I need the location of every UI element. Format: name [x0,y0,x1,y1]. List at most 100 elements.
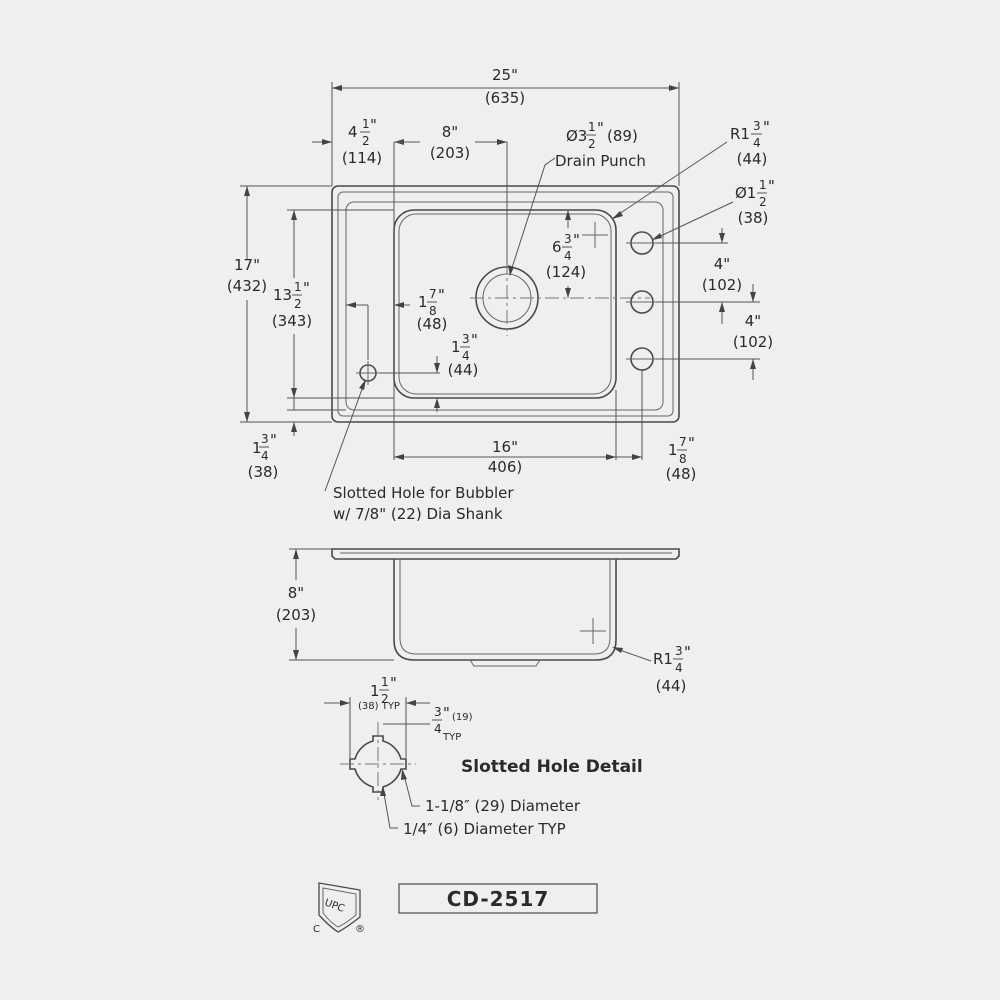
drain-size-unit: " [597,119,604,137]
side-bowl [393,559,617,661]
detail-slot-den: 4 [434,722,442,736]
side-depth-mm: (203) [276,606,316,624]
bubbler-y-mm: (44) [448,361,479,379]
side-radius-unit: " [684,643,691,661]
dimension-bowl-depth: 13 1 2 " (343) [272,209,394,399]
left-offset-num: 1 [362,117,370,131]
detail-diameter-note: 1-1/8″ (29) Diameter [425,797,581,815]
bubbler-note-line1: Slotted Hole for Bubbler [333,484,514,502]
detail-slot-num: 3 [434,705,442,719]
bubbler-y-den: 4 [462,349,470,363]
bubbler-note: Slotted Hole for Bubbler w/ 7/8" (22) Di… [324,379,514,523]
corner-radius-num: 3 [753,119,761,133]
bubbler-x-num: 7 [429,287,437,301]
dimension-overall-depth: 17" (432) [227,185,332,423]
dimension-bubbler-offset-y: 1 3 4 " (44) [380,331,478,412]
front-ledge-num: 3 [261,432,269,446]
dimension-right-ledge: 1 7 8 " (48) [616,370,696,483]
detail-width-unit: " [390,674,397,692]
side-view [331,548,680,667]
drain-back-whole: 6 [552,238,562,256]
right-ledge-mm: (48) [666,465,697,483]
front-ledge-unit: " [270,431,277,449]
detail-slot-mm: (19) [452,712,473,723]
sink-rim-inner-edge [337,191,674,417]
detail-title: Slotted Hole Detail [461,757,643,777]
side-radius-prefix: R1 [653,650,673,668]
faucet-hole-den: 2 [759,195,767,209]
left-offset-unit: " [370,116,377,134]
left-offset-whole: 4 [348,123,358,141]
detail-small-diameter-note: 1/4″ (6) Diameter TYP [403,820,566,838]
hole-spacing-1-mm: (102) [702,276,742,294]
detail-width-sub: (38) TYP [358,701,400,712]
right-ledge-whole: 1 [668,441,678,459]
bowl-width-in: 16" [492,438,518,456]
overall-width-mm: (635) [485,89,525,107]
drain-size-prefix: Ø3 [566,127,587,145]
left-offset-mm: (114) [342,149,382,167]
dimension-drain-offset: 8" (203) [393,123,508,460]
dimension-left-offset: 4 1 2 " (114) [312,116,410,167]
overall-width-in: 25" [492,66,518,84]
hole-spacing-2-in: 4" [745,312,761,330]
corner-radius-den: 4 [753,136,761,150]
upc-c: C [313,924,320,935]
overall-depth-mm: (432) [227,277,267,295]
bubbler-y-unit: " [471,331,478,349]
detail-width-num: 1 [381,675,389,689]
dimension-hole-spacing: 4" (102) 4" (102) [656,228,773,380]
detail-width-den: 2 [381,692,389,706]
bubbler-x-unit: " [438,286,445,304]
bubbler-note-line2: w/ 7/8" (22) Dia Shank [333,505,503,523]
upc-certification-mark: UPC C ® [313,882,365,935]
drain-back-mm: (124) [546,263,586,281]
drain-size-mm: (89) [607,127,638,145]
dimension-side-depth: 8" (203) [276,548,394,661]
drain-offset-in: 8" [442,123,458,141]
callout-side-radius: R1 3 4 " (44) [612,643,691,695]
dimension-front-ledge: 1 3 4 " (38) [248,398,346,481]
side-radius-num: 3 [675,644,683,658]
slotted-hole-detail: 1 1 2 " (38) TYP 3 4 " (19) TYP Slotted … [324,674,643,838]
top-view [331,185,680,423]
side-flange [331,548,680,560]
faucet-hole-num: 1 [759,178,767,192]
right-ledge-num: 7 [679,435,687,449]
bubbler-y-num: 3 [462,332,470,346]
drain-back-den: 4 [564,249,572,263]
drain-back-num: 3 [564,232,572,246]
dimension-drain-from-back: 6 3 4 " (124) [546,210,586,298]
side-depth-in: 8" [288,584,304,602]
drain-offset-mm: (203) [430,144,470,162]
bubbler-x-whole: 1 [418,293,428,311]
corner-radius-unit: " [763,118,770,136]
left-offset-den: 2 [362,134,370,148]
sink-deck [345,201,664,411]
drain-back-unit: " [573,231,580,249]
right-ledge-den: 8 [679,452,687,466]
faucet-hole-mm: (38) [738,209,769,227]
dimension-bubbler-offset-x: 1 7 8 " (48) [346,286,447,360]
bowl-depth-whole: 13 [273,286,292,304]
model-number: CD-2517 [447,887,550,911]
side-drain-body [469,659,541,667]
corner-radius-mm: (44) [737,150,768,168]
callout-drain: Ø3 1 2 " (89) Drain Punch [508,119,646,276]
upc-letters: UPC [323,897,346,914]
right-ledge-unit: " [688,434,695,452]
faucet-hole-prefix: Ø1 [735,184,756,202]
bowl-depth-den: 2 [294,297,302,311]
hole-spacing-2-mm: (102) [733,333,773,351]
dimension-overall-width: 25" (635) [331,66,680,186]
drain-label: Drain Punch [555,152,646,170]
dimension-bowl-width: 16" 406) [394,390,617,476]
detail-width-whole: 1 [370,682,380,700]
faucet-hole-unit: " [768,177,775,195]
detail-slot-sub: TYP [442,732,461,743]
callout-faucet-hole: Ø1 1 2 " (38) [651,177,775,241]
bubbler-x-mm: (48) [417,315,448,333]
bowl-width-mm: 406) [488,458,522,476]
drain-size-den: 2 [588,137,596,151]
drain-size-num: 1 [588,120,596,134]
